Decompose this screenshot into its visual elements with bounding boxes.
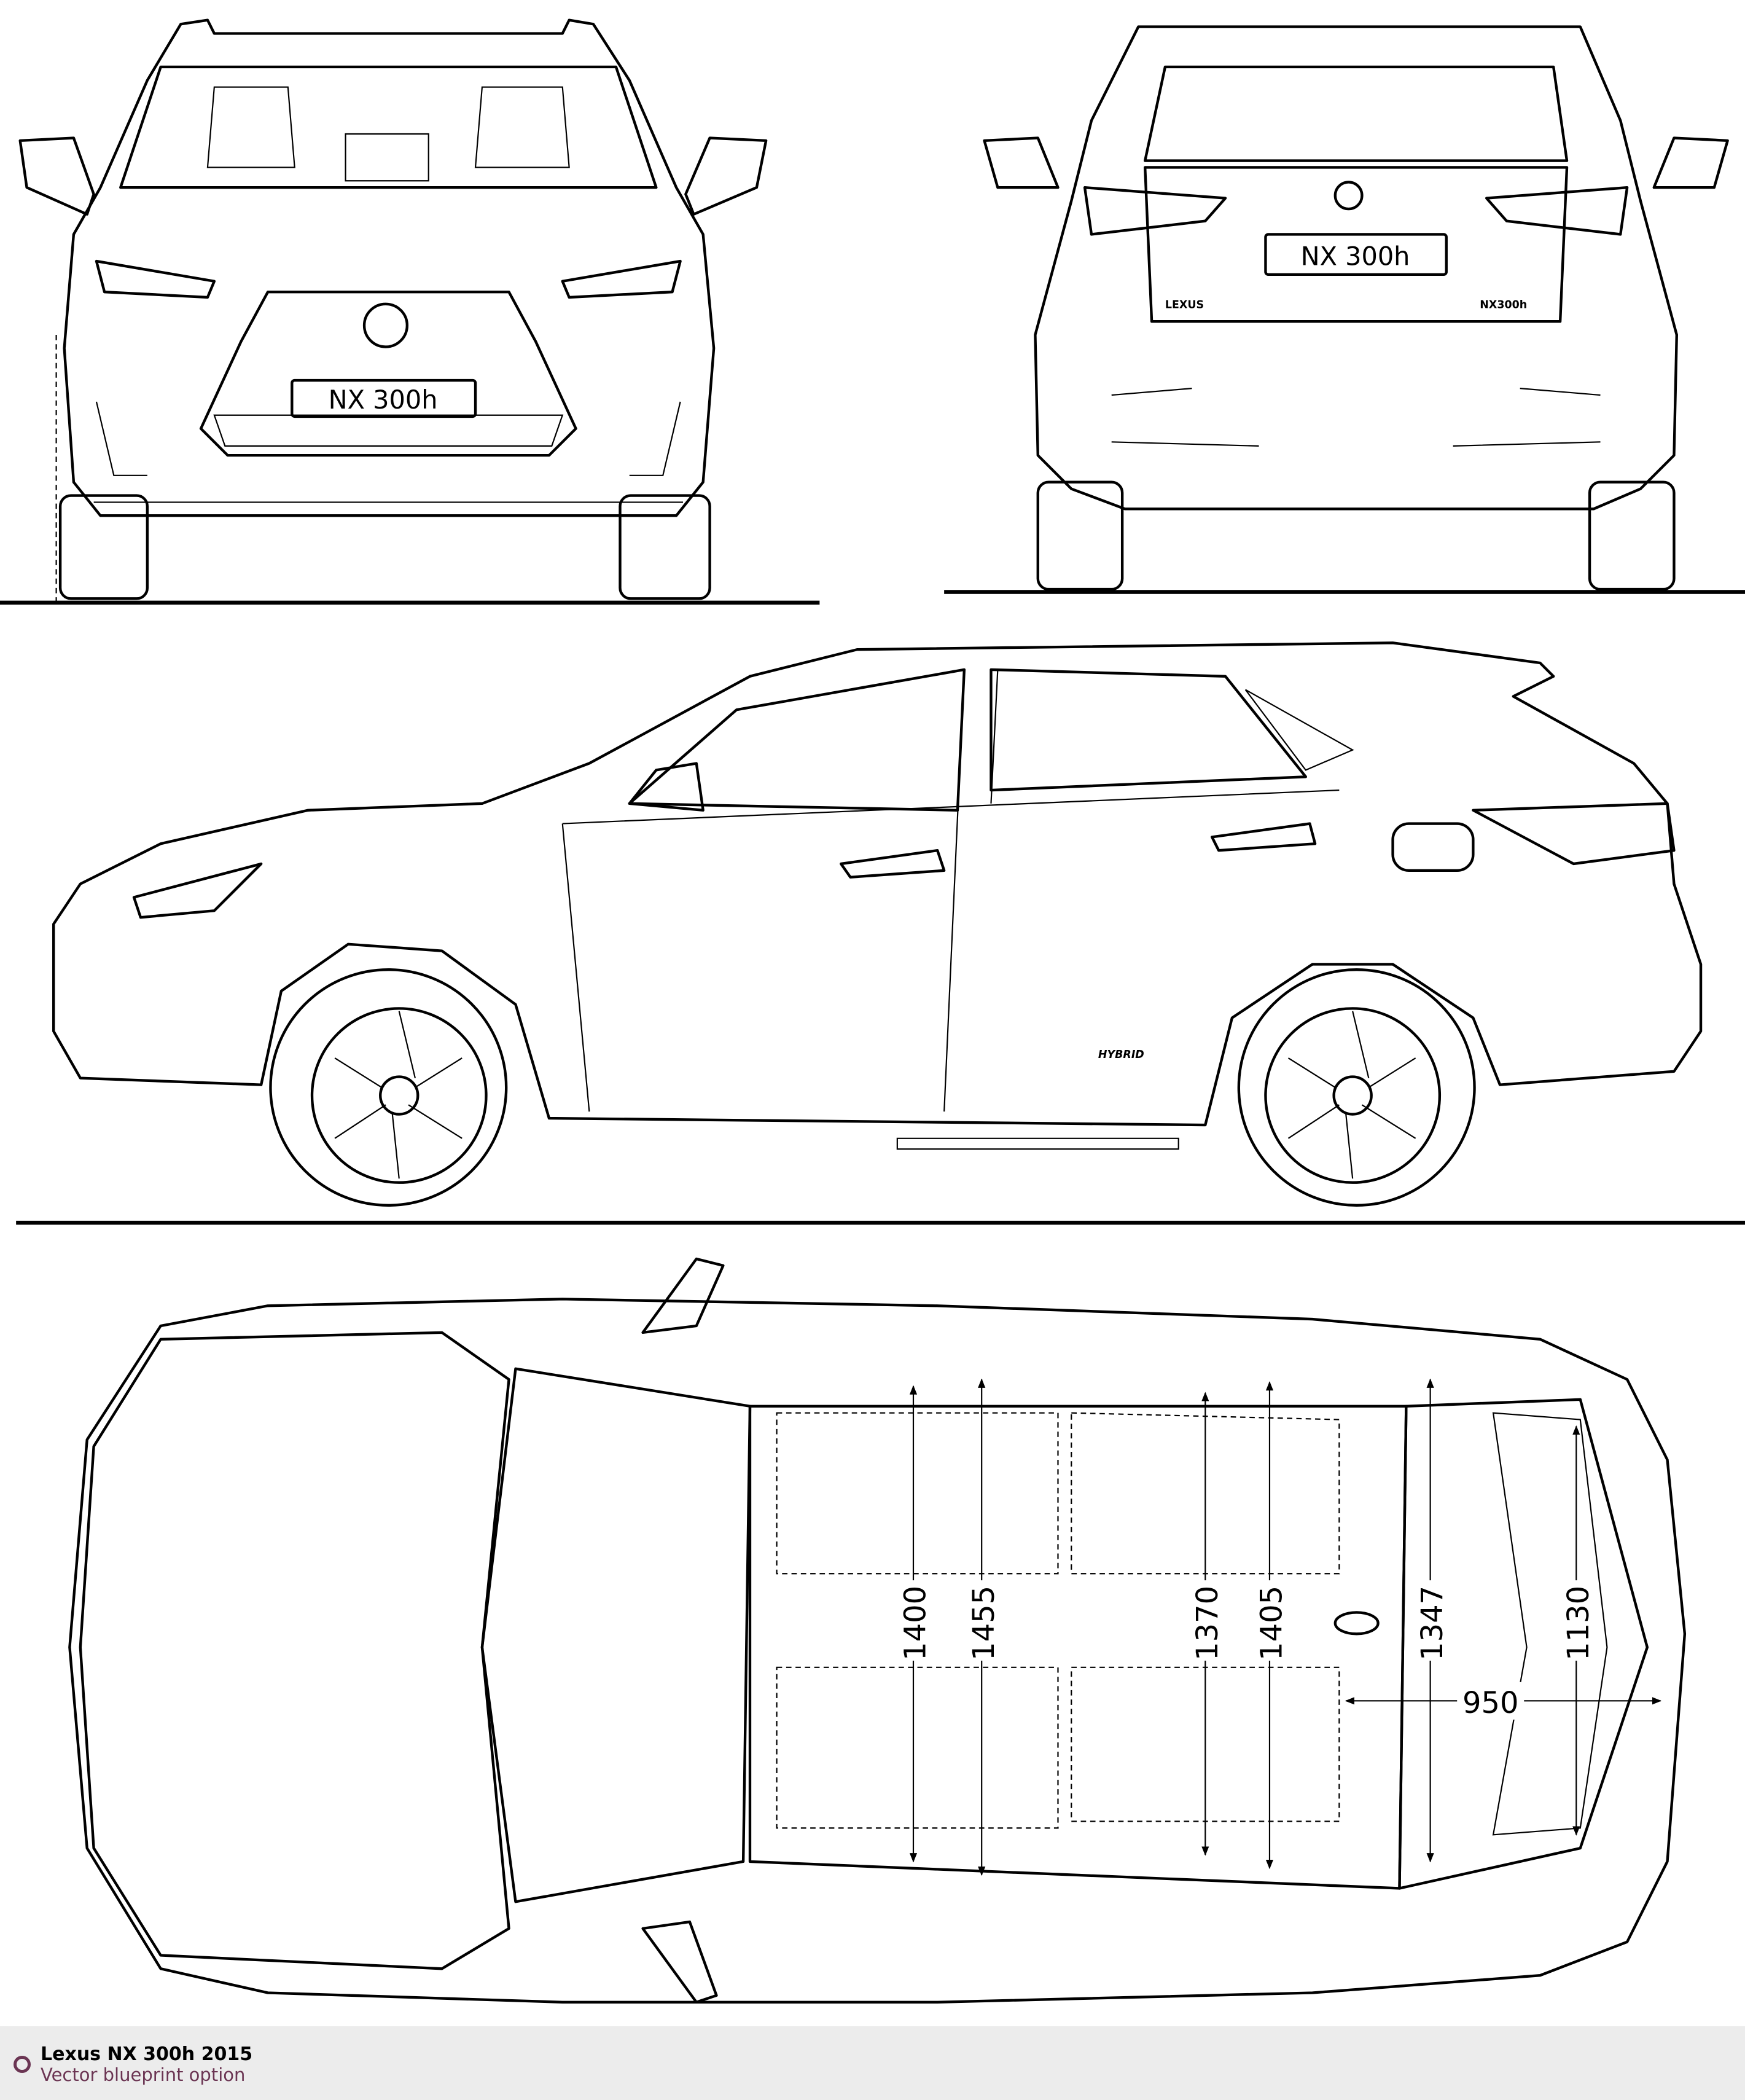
rear-body-outline bbox=[1034, 25, 1678, 511]
hood bbox=[79, 1331, 510, 1970]
blueprint-title: Lexus NX 300h 2015 bbox=[41, 2043, 253, 2065]
fuel-cap bbox=[1391, 822, 1475, 872]
front-body-outline bbox=[63, 18, 716, 517]
windshield bbox=[119, 65, 658, 189]
front-view: NX 300h bbox=[0, 18, 820, 605]
front-right-tire bbox=[619, 494, 711, 600]
front-right-mirror bbox=[684, 136, 768, 216]
side-headlight bbox=[132, 862, 263, 919]
side-tail-light bbox=[1472, 802, 1676, 866]
top-body-outline bbox=[68, 1298, 1687, 2004]
side-mirror bbox=[628, 762, 705, 812]
circle-icon bbox=[14, 2056, 31, 2073]
rear-right-tire bbox=[1588, 480, 1676, 591]
door-handles bbox=[840, 822, 1317, 879]
top-view: 1400 1455 1370 1405 1347 1130 950 bbox=[68, 1257, 1687, 2004]
front-headlights bbox=[95, 259, 682, 299]
dimension-1370: 1370 bbox=[1190, 1586, 1225, 1661]
dimension-1347: 1347 bbox=[1415, 1586, 1450, 1661]
lexus-logo-top bbox=[1333, 1611, 1380, 1636]
tailgate-top bbox=[1398, 1398, 1649, 1890]
windshield-top bbox=[480, 1367, 752, 1903]
roof bbox=[748, 1405, 1408, 1890]
dimension-1455: 1455 bbox=[967, 1586, 1001, 1661]
rear-left-tire bbox=[1036, 480, 1124, 591]
side-body-outline bbox=[52, 641, 1703, 1127]
spindle-grille bbox=[199, 291, 577, 457]
rear-badge-model: NX300h bbox=[1480, 299, 1527, 311]
blueprint-subtitle: Vector blueprint option bbox=[41, 2064, 246, 2085]
lexus-logo-rear bbox=[1333, 181, 1364, 211]
rear-mirrors bbox=[983, 136, 1729, 189]
dimension-950: 950 bbox=[1462, 1686, 1519, 1720]
rear-view: NX 300h LEXUS NX300h bbox=[944, 25, 1745, 594]
dimension-1130: 1130 bbox=[1561, 1586, 1596, 1661]
tail-lights bbox=[1083, 186, 1629, 236]
rear-door-window bbox=[990, 668, 1308, 792]
footer-bar: Lexus NX 300h 2015 Vector blueprint opti… bbox=[0, 2026, 1745, 2100]
lexus-logo-front bbox=[362, 302, 409, 348]
front-wheel bbox=[269, 968, 508, 1207]
rear-window bbox=[1144, 65, 1569, 162]
front-plate-text: NX 300h bbox=[329, 385, 438, 415]
blueprint-drawing: NX 300h NX 300h LEXUS NX300h HYBRID bbox=[0, 18, 1745, 2004]
rear-wheel bbox=[1237, 968, 1476, 1207]
rear-plate-text: NX 300h bbox=[1301, 242, 1410, 272]
tailgate bbox=[1144, 166, 1569, 323]
hybrid-badge: HYBRID bbox=[1098, 1049, 1144, 1061]
rear-plate bbox=[1264, 233, 1448, 276]
rear-badge-lexus: LEXUS bbox=[1165, 299, 1204, 311]
front-left-tire bbox=[58, 494, 149, 600]
front-plate bbox=[291, 378, 477, 418]
front-door-window bbox=[628, 668, 966, 812]
side-view: HYBRID bbox=[16, 641, 1745, 1225]
top-mirrors bbox=[641, 1257, 725, 2004]
front-left-mirror bbox=[18, 136, 95, 216]
dimension-1400: 1400 bbox=[899, 1586, 933, 1661]
dimension-1405: 1405 bbox=[1255, 1586, 1289, 1661]
